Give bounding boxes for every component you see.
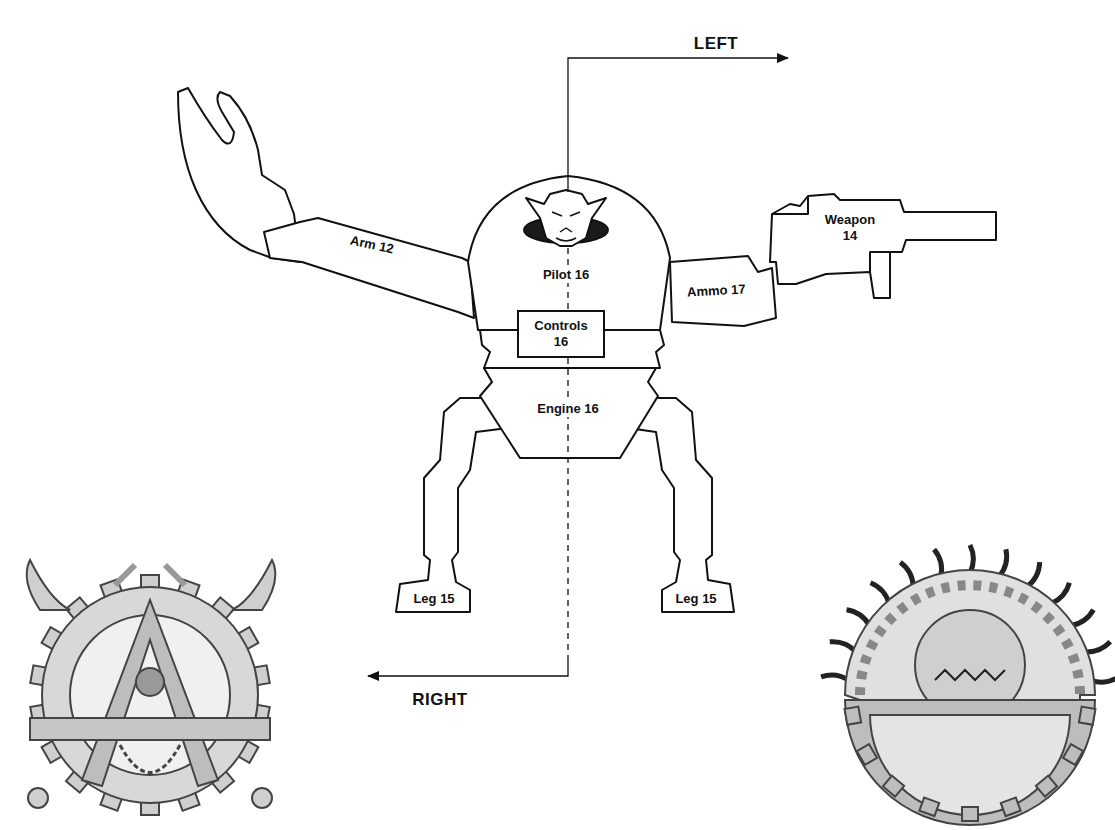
sun-ray	[934, 549, 942, 576]
gear-tooth	[962, 807, 978, 821]
gear-emblem	[27, 560, 276, 815]
sun-ray	[1084, 642, 1110, 652]
sun-ray	[871, 583, 890, 604]
gear-tooth	[919, 798, 939, 817]
walker-outline	[178, 88, 996, 612]
direction-label: RIGHT	[412, 690, 467, 710]
sun-ray	[1027, 562, 1040, 587]
ammo-drum	[670, 256, 776, 326]
location-label: Leg 15	[411, 589, 456, 607]
left-arrow	[568, 58, 788, 192]
gear-tooth	[857, 744, 877, 765]
gear-tooth	[1079, 707, 1096, 725]
engine-hull	[480, 368, 658, 458]
gun	[770, 194, 996, 298]
location-label: Arm 12	[347, 230, 398, 258]
sun-ray	[1070, 610, 1093, 626]
location-text: Weapon 14	[818, 212, 882, 245]
gear-tooth	[1063, 744, 1083, 765]
sun-ray	[900, 562, 913, 587]
location-text: Controls 16	[525, 318, 597, 351]
sun-ray	[830, 642, 856, 652]
location-text: Ammo 17	[684, 281, 747, 301]
sun-ray	[999, 549, 1006, 576]
facing-arrows	[368, 58, 788, 676]
location-text: Leg 15	[673, 591, 718, 607]
location-label: Weapon 14	[818, 212, 882, 245]
location-text: Pilot 16	[541, 267, 591, 283]
left-leg	[396, 398, 508, 612]
location-label: Leg 15	[673, 589, 718, 607]
location-label: Ammo 17	[684, 279, 747, 300]
location-text: Engine 16	[535, 401, 600, 417]
goblin-head	[526, 190, 606, 246]
pilot-hull	[468, 176, 670, 330]
location-text: Leg 15	[411, 591, 456, 607]
gear-tooth	[845, 707, 862, 725]
sun-ray	[847, 610, 870, 626]
arm	[264, 218, 474, 318]
gun-seam	[772, 196, 890, 272]
location-label: Engine 16	[535, 399, 600, 417]
right-leg	[628, 398, 734, 612]
sun-emblem	[821, 545, 1115, 825]
sun-ray	[970, 545, 973, 573]
sun-ray	[821, 675, 849, 680]
sun-ray	[1051, 583, 1070, 604]
controls-box: Controls 16	[517, 310, 605, 359]
direction-label: LEFT	[694, 34, 739, 54]
gear-tooth	[1001, 798, 1021, 817]
goblin-face	[552, 212, 580, 241]
gear-tooth	[883, 776, 904, 797]
location-label: Pilot 16	[541, 265, 591, 283]
gear-tooth	[1036, 776, 1057, 797]
location-text: Arm 12	[347, 232, 397, 258]
right-arrow	[368, 660, 568, 676]
